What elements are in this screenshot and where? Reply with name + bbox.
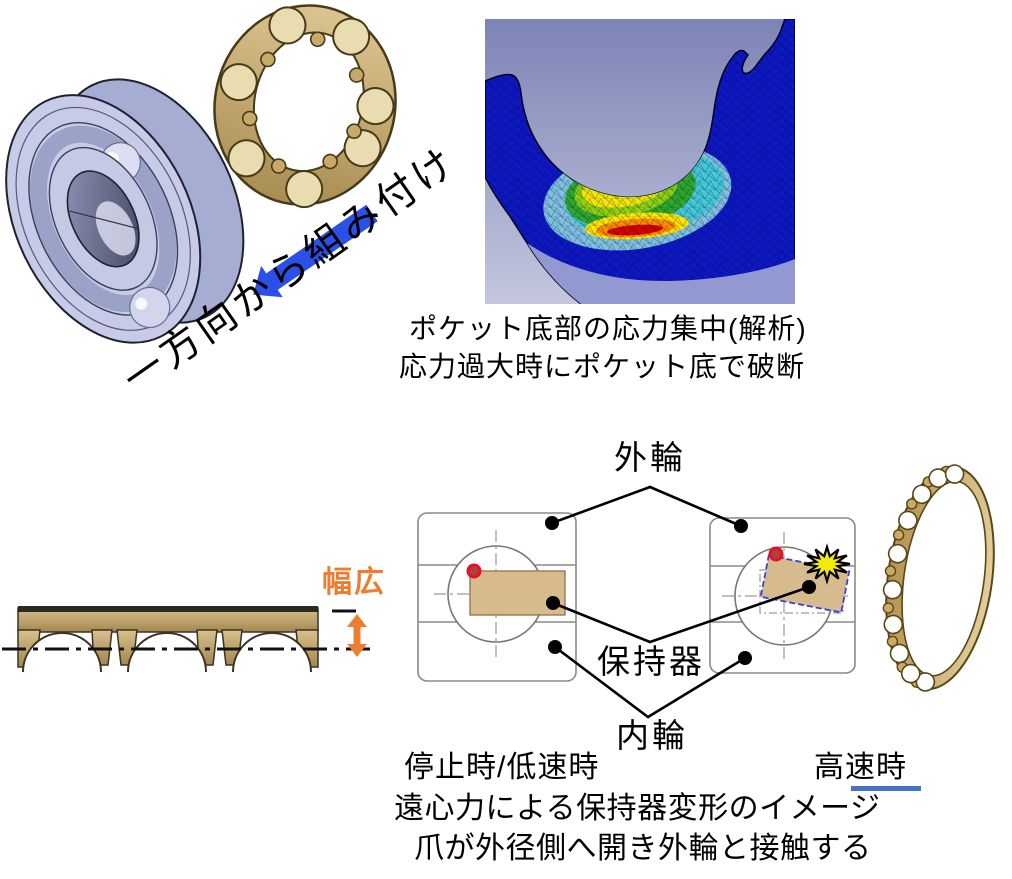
fea-stress-image — [485, 19, 795, 304]
cage-edge-view-render — [882, 464, 995, 692]
width-label: 幅広 — [322, 566, 386, 599]
schematic-low-speed — [417, 512, 577, 682]
cage-profile-illustration — [2, 606, 372, 673]
bearing-assembly-illustration — [5, 4, 397, 344]
assembly-direction-arrow-icon — [253, 204, 378, 298]
cage-edge-pockets — [882, 464, 965, 692]
label-connector-lines — [550, 485, 811, 719]
cage-top-edge — [18, 606, 318, 612]
outer-ring-label: 外輪 — [614, 439, 686, 476]
cage-original-position-ghost — [759, 569, 844, 614]
cage-pocket-arches — [22, 632, 312, 673]
pivot-marker — [466, 563, 482, 579]
footer-caption-line1: 遠心力による保持器変形のイメージ — [394, 792, 881, 825]
fea-caption-line2: 応力過大時にポケット底で破断 — [399, 351, 806, 382]
contact-burst-icon — [803, 543, 851, 585]
cage-deformation-schematic — [417, 485, 856, 719]
cage-claws — [241, 31, 365, 174]
inner-ring-label: 内輪 — [616, 717, 688, 754]
fea-caption-line1: ポケット底部の応力集中(解析) — [409, 313, 807, 344]
cage-label: 保持器 — [597, 643, 705, 680]
bearing-ball — [129, 286, 171, 329]
high-speed-state-label: 高速時 — [814, 751, 907, 784]
ball-bearing-render — [5, 78, 245, 344]
crown-cage-render — [213, 4, 397, 209]
cage-pockets — [219, 6, 395, 209]
low-speed-state-label: 停止時/低速時 — [404, 751, 600, 784]
width-arrow-icon — [347, 614, 367, 657]
footer-caption-line2: 爪が外径側へ開き外輪と接触する — [414, 832, 872, 865]
pivot-marker — [768, 546, 784, 562]
high-speed-underline — [851, 786, 921, 791]
